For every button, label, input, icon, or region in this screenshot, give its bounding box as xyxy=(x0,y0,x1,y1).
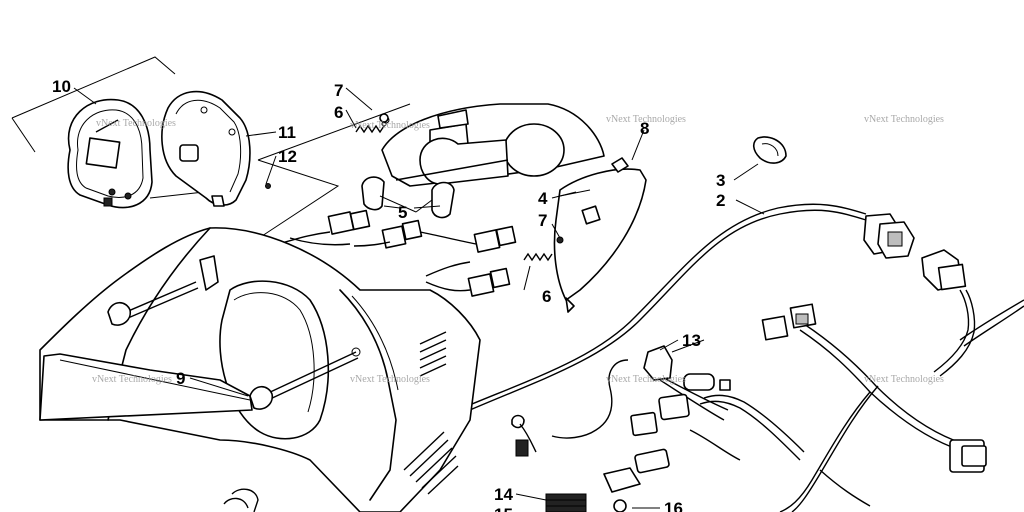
hood-vents-upper xyxy=(419,331,447,377)
hood-fairing xyxy=(39,227,481,512)
callout-9: 9 xyxy=(176,369,185,388)
watermark-8: vNext Technologies xyxy=(864,374,944,385)
watermark-2: vNext Technologies xyxy=(350,120,430,131)
callout-4: 4 xyxy=(538,189,548,208)
callout-2: 2 xyxy=(716,191,725,210)
callout-11: 11 xyxy=(278,123,296,142)
callout-7-lower: 7 xyxy=(538,211,547,230)
harness-branch xyxy=(699,303,987,512)
callout-labels: 10 11 12 7 6 5 8 4 7 6 3 2 9 13 14 15 16 xyxy=(52,77,725,512)
bulb-sockets xyxy=(361,176,455,219)
lower-pod-cover xyxy=(523,157,647,313)
pod-connectors xyxy=(267,209,517,297)
hood-vents-lower xyxy=(403,431,459,495)
callout-6-top: 6 xyxy=(334,103,343,122)
leader-lines-gauge xyxy=(73,87,277,185)
callout-15: 15 xyxy=(494,505,513,512)
watermarks: vNext Technologies vNext Technologies vN… xyxy=(92,114,944,385)
main-wiring-harness xyxy=(469,199,1024,411)
callout-13: 13 xyxy=(682,331,701,350)
callout-8: 8 xyxy=(640,119,649,138)
callout-14: 14 xyxy=(494,485,513,504)
spring-top xyxy=(345,87,389,134)
watermark-3: vNext Technologies xyxy=(606,114,686,125)
callout-5: 5 xyxy=(398,203,407,222)
sub-harness xyxy=(511,339,741,512)
headlight-pod xyxy=(381,103,605,187)
watermark-1: vNext Technologies xyxy=(96,118,176,129)
gauge-assembly xyxy=(67,98,223,209)
callout-16: 16 xyxy=(664,499,683,512)
callout-12: 12 xyxy=(278,147,297,166)
gauge-bracket-outline xyxy=(11,56,176,153)
callout-3: 3 xyxy=(716,171,725,190)
callout-7-top: 7 xyxy=(334,81,343,100)
callout-6-lower: 6 xyxy=(542,287,551,306)
watermark-4: vNext Technologies xyxy=(864,114,944,125)
leader-lines-middle xyxy=(379,129,705,509)
callout-10: 10 xyxy=(52,77,71,96)
mount-bolts xyxy=(107,281,361,410)
watermark-5: vNext Technologies xyxy=(92,374,172,385)
clamp-ring xyxy=(733,136,787,181)
gauge-housing xyxy=(161,90,271,207)
watermark-7: vNext Technologies xyxy=(606,374,686,385)
watermark-6: vNext Technologies xyxy=(350,374,430,385)
